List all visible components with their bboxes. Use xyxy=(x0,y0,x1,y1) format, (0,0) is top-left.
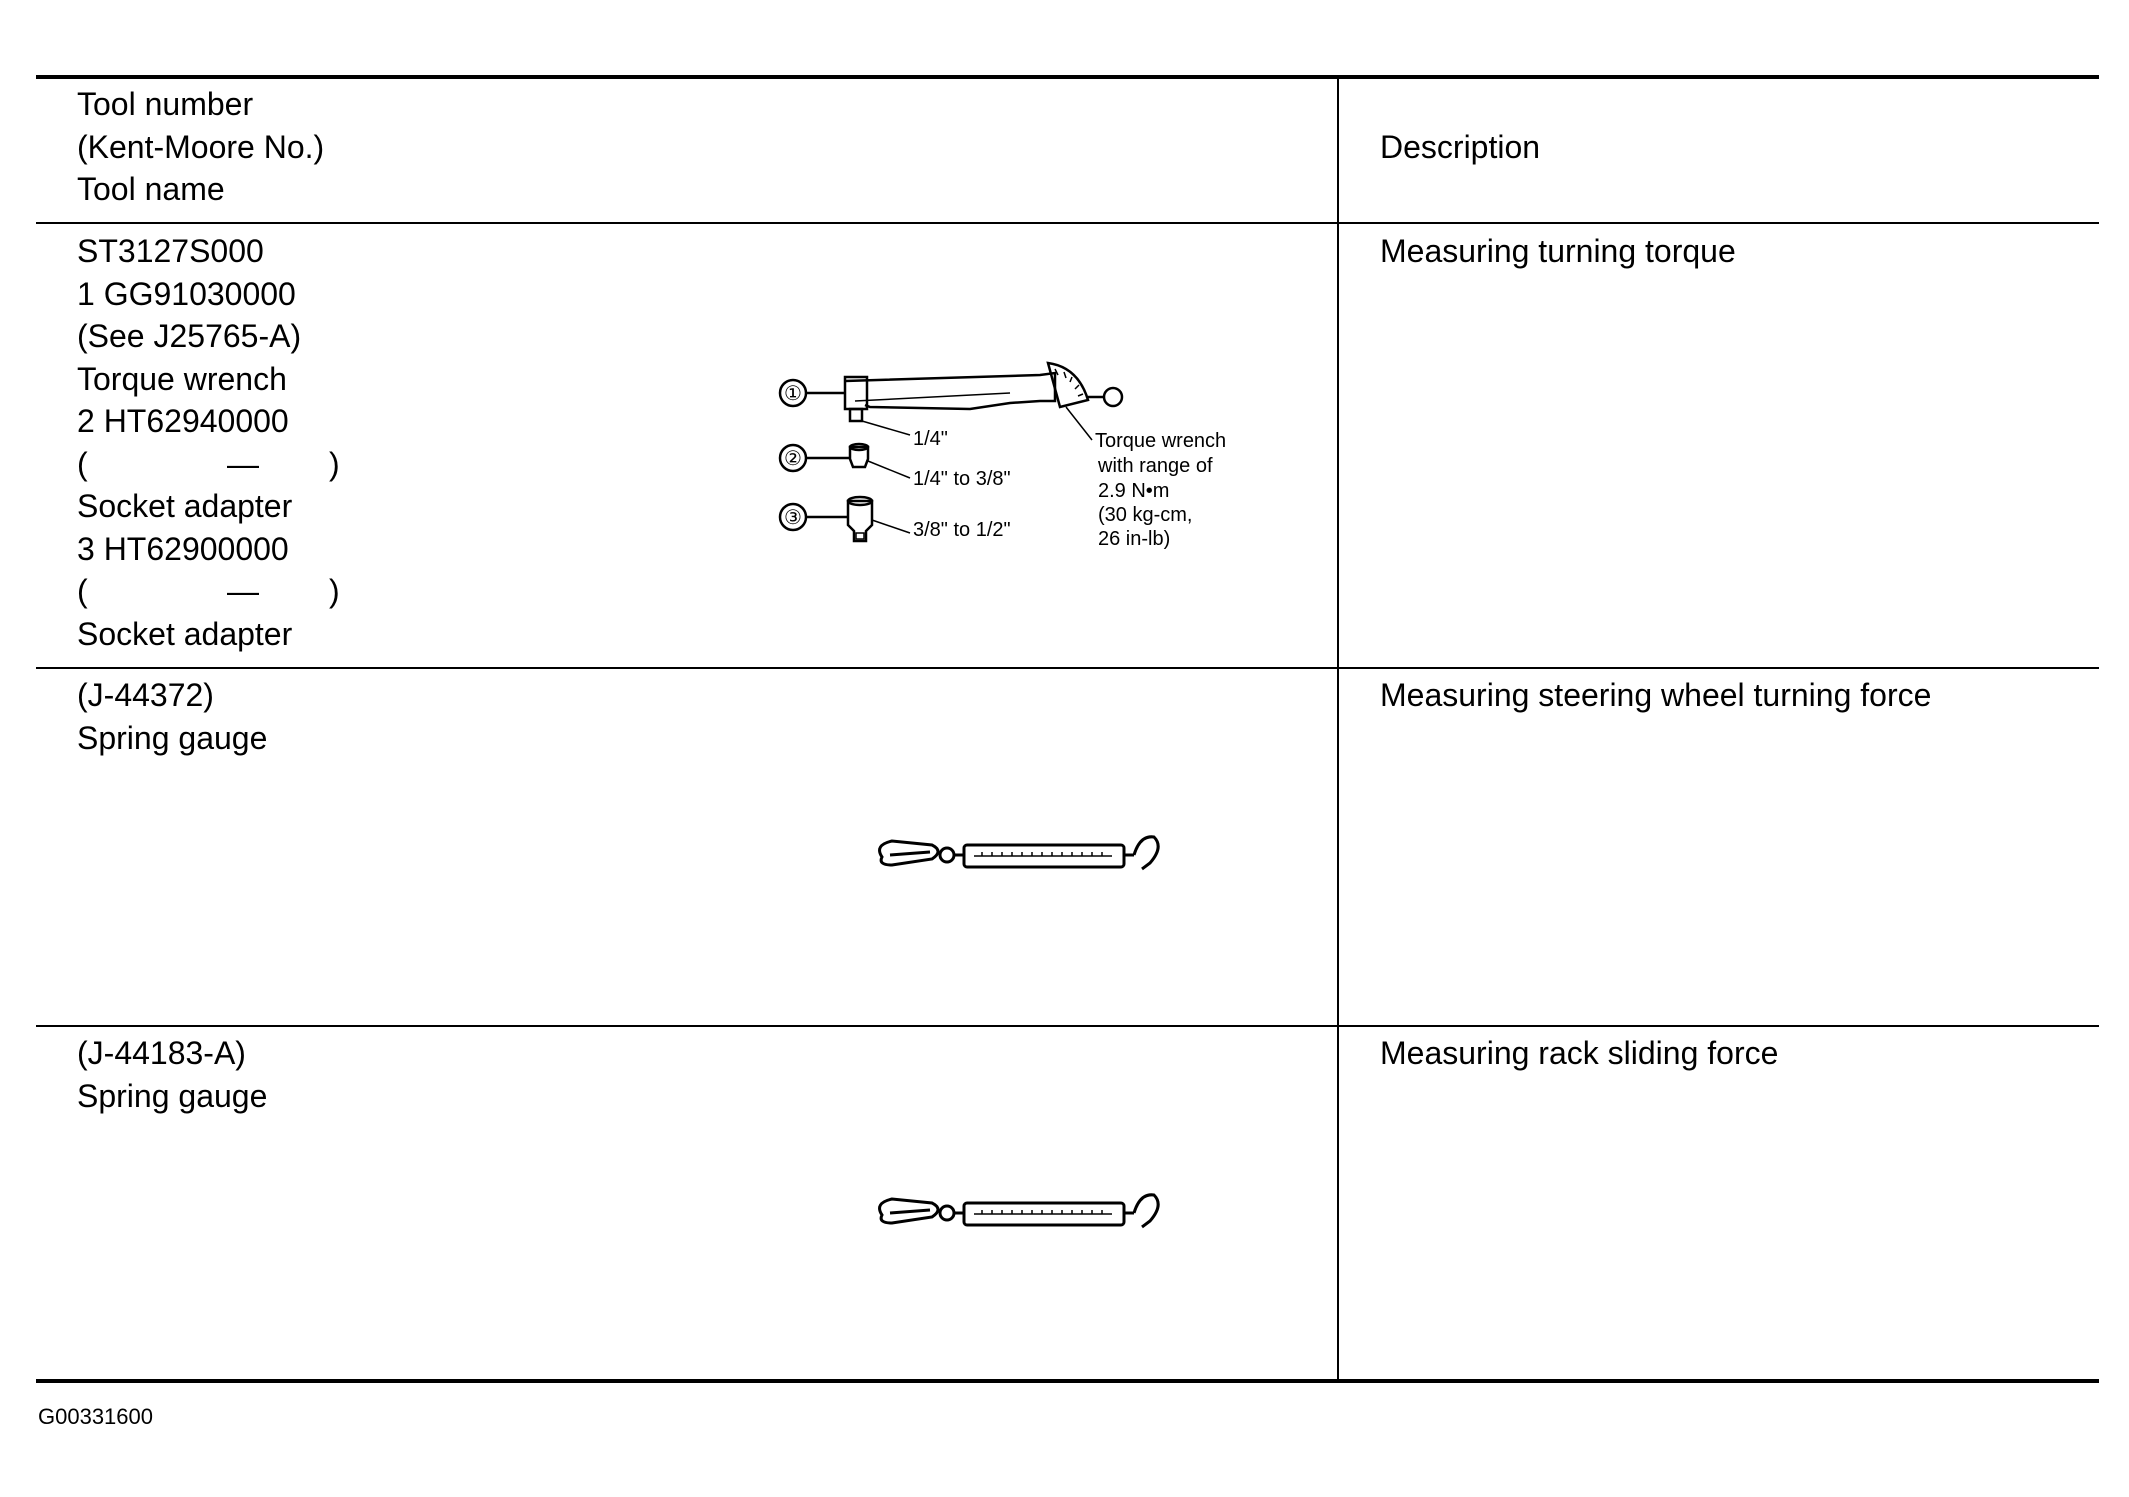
row2-tool-info: (J-44372) Spring gauge xyxy=(77,674,267,759)
row1-line-part-3: 3 HT62900000 xyxy=(77,530,289,567)
size-label-1: 1/4" xyxy=(913,428,948,450)
row1-paren-2: ( — ) xyxy=(77,570,340,613)
torque-note-line-4: (30 kg-cm, xyxy=(1098,504,1192,526)
size-label-2: 1/4" to 3/8" xyxy=(913,468,1011,490)
header-kent-moore: (Kent-Moore No.) xyxy=(77,128,325,165)
row-divider-1 xyxy=(36,667,2099,669)
row1-line-part-2: 2 HT62940000 xyxy=(77,403,289,439)
table-top-rule xyxy=(36,75,2099,79)
callout-3-label: ③ xyxy=(784,507,802,529)
callout-2-label: ② xyxy=(784,448,802,470)
callout-1-label: ① xyxy=(784,383,802,405)
paren-close: ) xyxy=(329,573,340,609)
row3-line-kent-moore: (J-44183-A) xyxy=(77,1035,246,1071)
row3-tool-info: (J-44183-A) Spring gauge xyxy=(77,1032,267,1117)
torque-note-line-1: Torque wrench xyxy=(1095,430,1226,452)
torque-note-line-5: 26 in-lb) xyxy=(1098,528,1170,550)
column-divider xyxy=(1337,78,1339,1380)
row2-line-name: Spring gauge xyxy=(77,719,268,756)
row2-description: Measuring steering wheel turning force xyxy=(1380,677,1932,713)
row1-tool-info: ST3127S000 1 GG91030000 (See J25765-A) T… xyxy=(77,230,340,655)
torque-note-line-3: 2.9 N•m xyxy=(1098,480,1169,502)
torque-wrench-figure: ① ② ③ 1/4" 1/4" to 3/8" 3/8" to 1/2" Tor… xyxy=(778,361,1226,550)
torque-note-line-2: with range of xyxy=(1097,455,1213,477)
row1-line-name-3: Socket adapter xyxy=(77,615,293,652)
paren-close: ) xyxy=(329,445,340,482)
wrench-dial xyxy=(1046,361,1090,409)
row3-description: Measuring rack sliding force xyxy=(1380,1035,1779,1071)
wrench-square-drive xyxy=(848,407,864,423)
wrench-pointer xyxy=(854,392,1011,402)
row1-line-name-1: Torque wrench xyxy=(77,360,287,397)
paren-dash: — xyxy=(227,573,259,609)
header-description: Description xyxy=(1380,129,1541,165)
wrench-handle-knob xyxy=(1102,386,1124,408)
header-tool-number: Tool number xyxy=(77,86,254,122)
spring-gauge-icon xyxy=(878,1193,1160,1229)
row2-line-kent-moore: (J-44372) xyxy=(77,677,214,713)
figure-id: G00331600 xyxy=(38,1404,153,1429)
table-bottom-rule xyxy=(36,1379,2099,1383)
row1-description: Measuring turning torque xyxy=(1380,233,1736,269)
paren-open: ( xyxy=(77,573,88,609)
header-divider xyxy=(36,222,2099,224)
row1-paren-1: ( — ) xyxy=(77,443,340,486)
row3-line-name: Spring gauge xyxy=(77,1077,268,1114)
wrench-beam xyxy=(844,371,1057,411)
row1-line-tool-number: ST3127S000 xyxy=(77,233,264,269)
row1-line-name-2: Socket adapter xyxy=(77,488,293,524)
spring-gauge-icon xyxy=(878,835,1160,871)
row-divider-2 xyxy=(36,1025,2099,1027)
header-tool-column: Tool number (Kent-Moore No.) Tool name xyxy=(77,83,324,211)
row1-line-part-1: 1 GG91030000 xyxy=(77,275,296,312)
paren-open: ( xyxy=(77,445,88,482)
header-tool-name: Tool name xyxy=(77,171,225,207)
size-label-3: 3/8" to 1/2" xyxy=(913,519,1011,541)
socket-adapter-3-8-1-2 xyxy=(846,499,874,543)
paren-dash: — xyxy=(227,445,259,482)
row1-line-kent-moore: (See J25765-A) xyxy=(77,318,302,354)
